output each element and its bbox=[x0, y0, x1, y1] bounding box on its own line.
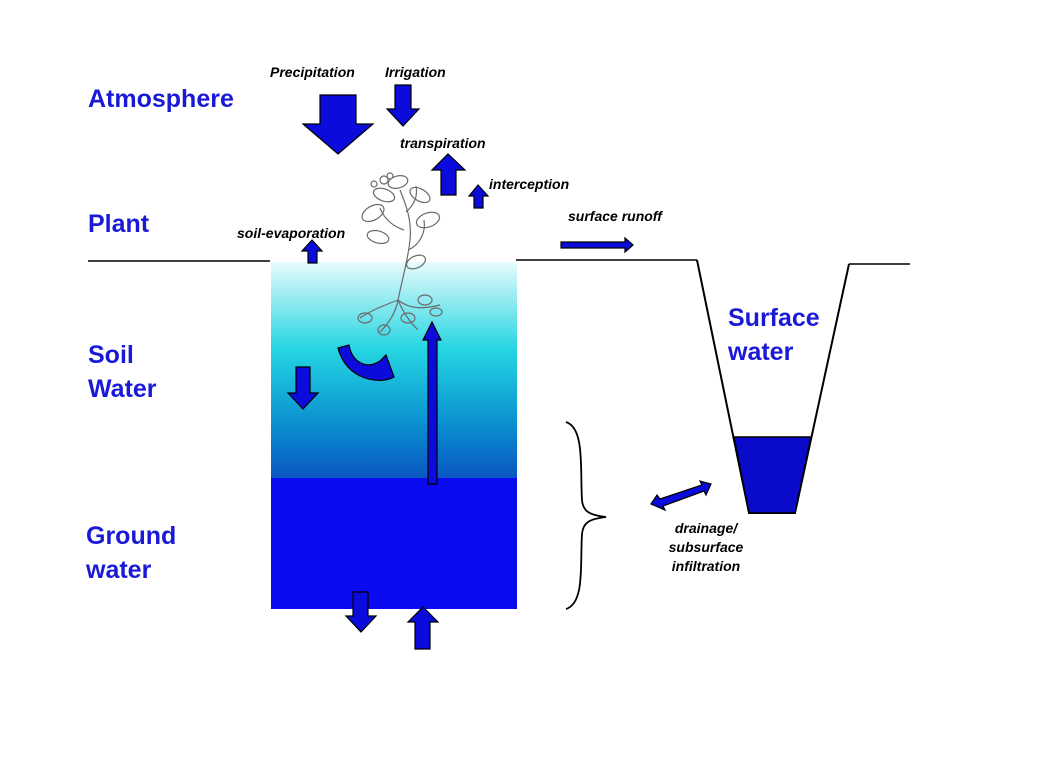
irrigation-arrow bbox=[385, 84, 421, 127]
soil-evaporation-arrow bbox=[300, 239, 324, 264]
precipitation-arrow bbox=[301, 94, 375, 155]
drainage-label-line1: drainage/ bbox=[674, 520, 738, 536]
groundwater-label-line1: Ground bbox=[86, 522, 177, 550]
surface-runoff-arrow bbox=[560, 236, 634, 254]
capillary-rise-arrow bbox=[422, 320, 442, 485]
precipitation-label: Precipitation bbox=[270, 64, 355, 80]
surface-water-body bbox=[733, 436, 812, 514]
groundwater-upflow-arrow bbox=[406, 606, 440, 650]
root-uptake-curved-arrow bbox=[337, 344, 395, 381]
soil-water-label-line1: Soil bbox=[88, 341, 134, 369]
plant-label: Plant bbox=[88, 210, 150, 238]
drainage-double-arrow bbox=[650, 480, 712, 512]
surface-runoff-label: surface runoff bbox=[568, 208, 662, 224]
groundwater-column bbox=[271, 478, 517, 609]
percolation-arrow bbox=[286, 366, 320, 410]
drainage-label-line3: infiltration bbox=[671, 558, 741, 574]
surface-water-label-line2: water bbox=[728, 338, 794, 366]
transpiration-label: transpiration bbox=[400, 135, 486, 151]
plant-icon bbox=[357, 172, 443, 336]
transpiration-arrow bbox=[430, 153, 467, 196]
groundwater-brace bbox=[565, 421, 607, 610]
interception-arrow bbox=[467, 184, 490, 209]
drainage-label: drainage/ subsurface infiltration bbox=[656, 519, 756, 576]
irrigation-label: Irrigation bbox=[385, 64, 446, 80]
atmosphere-label: Atmosphere bbox=[88, 85, 234, 113]
drainage-label-line2: subsurface bbox=[668, 539, 744, 555]
soil-water-column bbox=[271, 262, 517, 479]
soil-evaporation-label: soil-evaporation bbox=[237, 225, 346, 241]
soil-water-label-line2: Water bbox=[88, 375, 157, 403]
deep-percolation-arrow bbox=[344, 591, 378, 633]
groundwater-label-line2: water bbox=[86, 556, 152, 584]
interception-label: interception bbox=[489, 176, 570, 192]
surface-water-label-line1: Surface bbox=[728, 304, 820, 332]
